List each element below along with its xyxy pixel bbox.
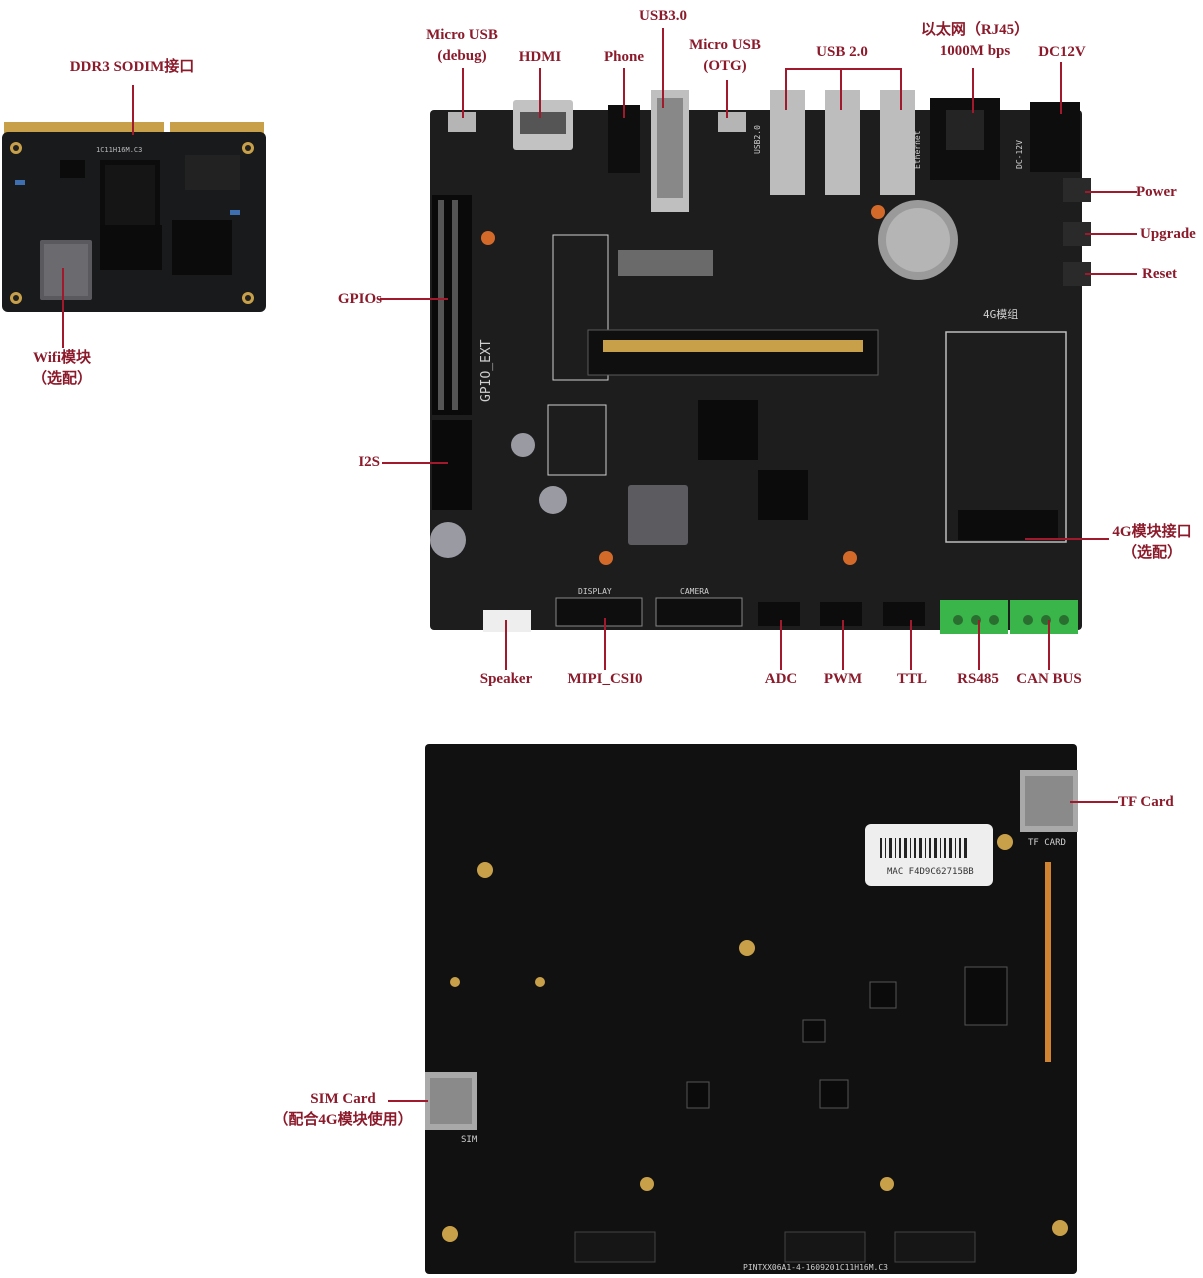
leader-usb2-bar — [785, 68, 902, 70]
leader-ethernet — [972, 68, 974, 113]
label-upgrade: Upgrade — [1140, 226, 1196, 242]
leader-ddr3 — [132, 85, 134, 135]
label-adc: ADC — [764, 671, 798, 687]
label-phone: Phone — [603, 49, 644, 65]
silkscreen-camera: CAMERA — [680, 587, 709, 596]
leader-power — [1085, 191, 1137, 193]
leader-phone — [623, 68, 625, 118]
label-reset: Reset — [1142, 266, 1177, 282]
carrier-board-bottom: TF CARD MAC F4D9C62715BB SIM PINTXX06A1-… — [425, 744, 1078, 1274]
label-ttl: TTL — [896, 671, 927, 687]
label-i2s: I2S — [358, 454, 380, 470]
leader-hdmi — [539, 68, 541, 118]
leader-dc12v — [1060, 62, 1062, 114]
silkscreen-sim: SIM — [461, 1135, 478, 1145]
som-module-board: 1C11H16M.C3 — [2, 122, 266, 312]
silkscreen-som-marking-bottom: 1C11H16M.C3 — [835, 1263, 888, 1272]
silkscreen-4g-module: 4G模组 — [983, 307, 1018, 321]
som-marking: 1C11H16M.C3 — [96, 146, 142, 154]
leader-gpios — [380, 298, 448, 300]
label-dc12v: DC12V — [1038, 44, 1086, 60]
leader-micro-usb-otg — [726, 80, 728, 118]
label-4g-module: 4G模块接口 （选配） — [1112, 524, 1192, 561]
silkscreen-dc12v: DC-12V — [1015, 140, 1024, 169]
leader-micro-usb-debug — [462, 68, 464, 118]
leader-tf-card — [1070, 801, 1118, 803]
leader-usb3 — [662, 28, 664, 108]
silkscreen-tf-card: TF CARD — [1028, 838, 1066, 848]
label-tf-card: TF Card — [1118, 794, 1174, 810]
leader-wifi — [62, 268, 64, 348]
leader-reset — [1085, 273, 1137, 275]
label-micro-usb-debug: Micro USB (debug) — [426, 27, 498, 64]
leader-speaker — [505, 620, 507, 670]
label-micro-usb-otg: Micro USB (OTG) — [689, 37, 761, 74]
label-usb2: USB 2.0 — [816, 44, 868, 60]
label-sim-card: SIM Card （配合4G模块使用） — [273, 1091, 413, 1128]
label-hdmi: HDMI — [518, 49, 562, 65]
leader-4g — [1025, 538, 1109, 540]
label-ethernet: 以太网（RJ45） 1000M bps — [920, 22, 1030, 59]
mac-address-label: MAC F4D9C62715BB — [887, 867, 974, 877]
leader-pwm — [842, 620, 844, 670]
label-mipi: MIPI_CSI0 — [567, 671, 643, 687]
carrier-board-top: GPIO_EXT 4G模组 DISPLAY CAMERA USB2.0 Ethe… — [430, 90, 1091, 634]
label-gpios: GPIOs — [337, 291, 382, 307]
leader-adc — [780, 620, 782, 670]
label-power: Power — [1136, 184, 1177, 200]
label-pwm: PWM — [823, 671, 863, 687]
label-canbus: CAN BUS — [1016, 671, 1082, 687]
leader-mipi — [604, 618, 606, 670]
leader-sim-card — [388, 1100, 428, 1102]
leader-usb2-mid — [840, 68, 842, 110]
leader-usb2-right — [900, 68, 902, 110]
label-ddr3: DDR3 SODIM接口 — [69, 59, 195, 75]
leader-i2s — [382, 462, 448, 464]
leader-usb2-left — [785, 68, 787, 110]
label-rs485: RS485 — [957, 671, 999, 687]
silkscreen-gpio-ext: GPIO_EXT — [479, 339, 494, 402]
label-speaker: Speaker — [479, 671, 533, 687]
silkscreen-usb20: USB2.0 — [753, 125, 762, 154]
silkscreen-display: DISPLAY — [578, 587, 612, 596]
leader-canbus — [1048, 620, 1050, 670]
silkscreen-ethernet: Ethernet — [913, 130, 922, 169]
silkscreen-board-id: PINTXX06A1-4-160920 — [743, 1263, 835, 1272]
leader-ttl — [910, 620, 912, 670]
label-usb3: USB3.0 — [639, 8, 687, 24]
leader-upgrade — [1085, 233, 1137, 235]
label-wifi: Wifi模块 （选配） — [31, 350, 92, 387]
leader-rs485 — [978, 620, 980, 670]
